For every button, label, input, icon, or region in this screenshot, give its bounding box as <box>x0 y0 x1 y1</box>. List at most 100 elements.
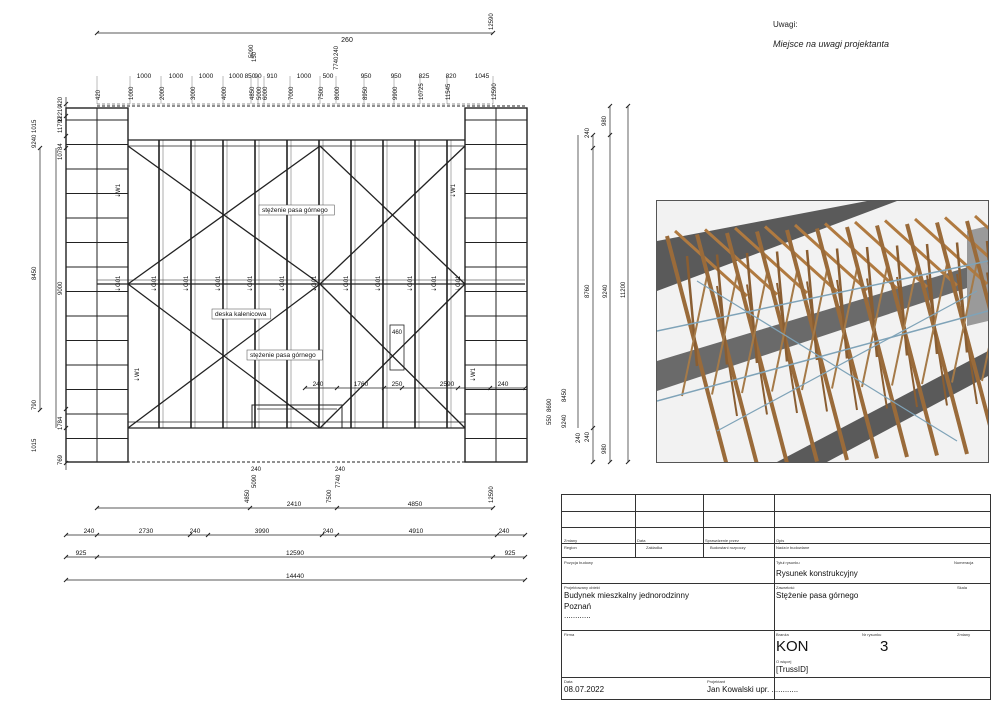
dim-row2: 3990 <box>255 528 270 535</box>
label-numbering: Numeracja <box>954 560 974 565</box>
dim-top-spacing: 950 <box>391 73 402 80</box>
label-description: Opis <box>776 538 785 543</box>
tag-g01: ⇣G01 <box>311 275 318 292</box>
date-value: 08.07.2022 <box>564 685 605 694</box>
dim-top-spacing: 850 <box>245 73 256 80</box>
tag-g01: ⇣G01 <box>407 275 414 292</box>
label-drawing-title: Tytuł rysunku <box>776 560 800 565</box>
tag-g01: ⇣G01 <box>247 275 254 292</box>
dim-top-spacing: 1045 <box>475 73 490 80</box>
dim-top-spacing: 1000 <box>229 73 244 80</box>
label-date-2: Data <box>564 679 573 684</box>
dim-top-rotated: 6000 <box>263 86 269 100</box>
dim-left: 1015 <box>32 438 38 452</box>
dim-inner-rotated: 460 <box>392 330 403 336</box>
dim-right: 11200 <box>621 281 627 298</box>
dim-top-spacing: 500 <box>323 73 334 80</box>
label-start: Budowlani rozpoczy <box>710 545 746 550</box>
dim-top-rotated: 4000 <box>222 86 228 100</box>
label-bracing-top: stężenie pasa górnego <box>262 207 328 214</box>
dim-row2: 240 <box>499 528 510 535</box>
dim-bottom-small: 240 <box>335 467 346 473</box>
tag-w1: ⇣W1 <box>115 183 122 198</box>
tag-g01: ⇣G01 <box>183 275 190 292</box>
dim-right: 980 <box>602 115 608 126</box>
label-tab: Zakładka <box>646 545 663 550</box>
dim-top-rotated: 11545 <box>446 83 452 100</box>
dim-row2: 4910 <box>409 528 424 535</box>
dim-bottom-rotated: 7740 <box>336 474 342 488</box>
label-supervision: Nadzór budowlane <box>776 545 810 550</box>
dim-left: 420 <box>58 96 64 107</box>
dim-top-spacing: 1000 <box>137 73 152 80</box>
dim-top-rotated: 3000 <box>191 86 197 100</box>
title-block: Zmiany Data Sprawdzenie przez Opis Regio… <box>561 494 991 700</box>
dim-bottom-rotated: 7500 <box>327 489 333 503</box>
dim-inner: 1760 <box>354 381 369 388</box>
dim-row2: 240 <box>190 528 201 535</box>
tag-g01: ⇣G01 <box>151 275 158 292</box>
dim-top-extra: 7740 <box>334 56 340 70</box>
dim-top-rotated: 9900 <box>393 86 399 100</box>
dim-top-overall-end: 12590 <box>489 13 495 30</box>
dim-row2: 240 <box>84 528 95 535</box>
dim-top-rotated: 7000 <box>289 86 295 100</box>
dim-right: 980 <box>602 443 608 454</box>
label-region: Region <box>564 545 577 550</box>
dim-top-extra: 240 <box>334 45 340 56</box>
dim-row2: 2730 <box>139 528 154 535</box>
tag-g01: ⇣G01 <box>343 275 350 292</box>
dim-row2: 240 <box>323 528 334 535</box>
tag-g01: ⇣G01 <box>375 275 382 292</box>
tag-w1: ⇣W1 <box>470 367 477 382</box>
dim-right: 550 <box>547 414 553 425</box>
branch-value: KON <box>776 638 809 655</box>
label-project: Projektowany obiekt <box>564 585 600 590</box>
project-dots: ............ <box>564 611 591 620</box>
dim-left: 9000 <box>58 281 64 295</box>
dim-right: 240 <box>576 432 582 443</box>
label-sheet: Nr rysunku <box>862 632 882 637</box>
dim-row3: 12590 <box>286 550 304 557</box>
dim-row3: 925 <box>505 550 516 557</box>
dim-bottom-rotated: 12590 <box>489 486 495 503</box>
dim-top-rotated: 5000 <box>257 86 263 100</box>
dim-top-rotated: 420 <box>96 89 102 100</box>
dim-top-spacing: 1000 <box>297 73 312 80</box>
dim-top-spacing: 1000 <box>169 73 184 80</box>
dim-top-rotated: 8000 <box>335 86 341 100</box>
dim-left: 1015 <box>32 119 38 133</box>
dim-right: 9240 <box>562 414 568 428</box>
dim-right: 240 <box>585 431 591 442</box>
dim-left: 769 <box>58 454 64 465</box>
tag-g01: ⇣G01 <box>279 275 286 292</box>
dim-top-spacing: 1000 <box>199 73 214 80</box>
project-name: Budynek mieszkalny jednorodzinny <box>564 591 689 600</box>
tag-g01: ⇣G01 <box>455 275 462 292</box>
dim-top-rotated: 10725 <box>419 83 425 100</box>
label-source: O więcej <box>776 659 792 664</box>
notes-body: Miejsce na uwagi projektanta <box>773 39 890 49</box>
sheet-value: 3 <box>880 638 889 655</box>
dim-inner: 240 <box>313 381 324 388</box>
dim-right: 8450 <box>562 388 568 402</box>
content-value: Stężenie pasa górnego <box>776 591 859 600</box>
dim-inner: 240 <box>498 381 509 388</box>
dim-right: 8760 <box>585 284 591 298</box>
label-changes-2: Zmiany <box>957 632 971 637</box>
designer-value: Jan Kowalski upr. ............ <box>707 685 799 694</box>
dim-left: 11799 <box>58 116 64 133</box>
label-changes: Zmiany <box>564 538 578 543</box>
dim-top-rotated: 8950 <box>363 86 369 100</box>
dim-top-spacing: 820 <box>446 73 457 80</box>
dim-row1: 2410 <box>287 501 302 508</box>
dim-top-rotated: 12590 <box>492 83 498 100</box>
dim-bottom-rotated: 5090 <box>252 474 258 488</box>
tag-w1: ⇣W1 <box>134 367 141 382</box>
dim-right: 9240 <box>603 284 609 298</box>
label-check: Sprawdzenie przez <box>705 538 740 543</box>
project-city: Poznań <box>564 602 592 611</box>
dim-top-spacing: 950 <box>361 73 372 80</box>
dim-row1: 4850 <box>408 501 423 508</box>
